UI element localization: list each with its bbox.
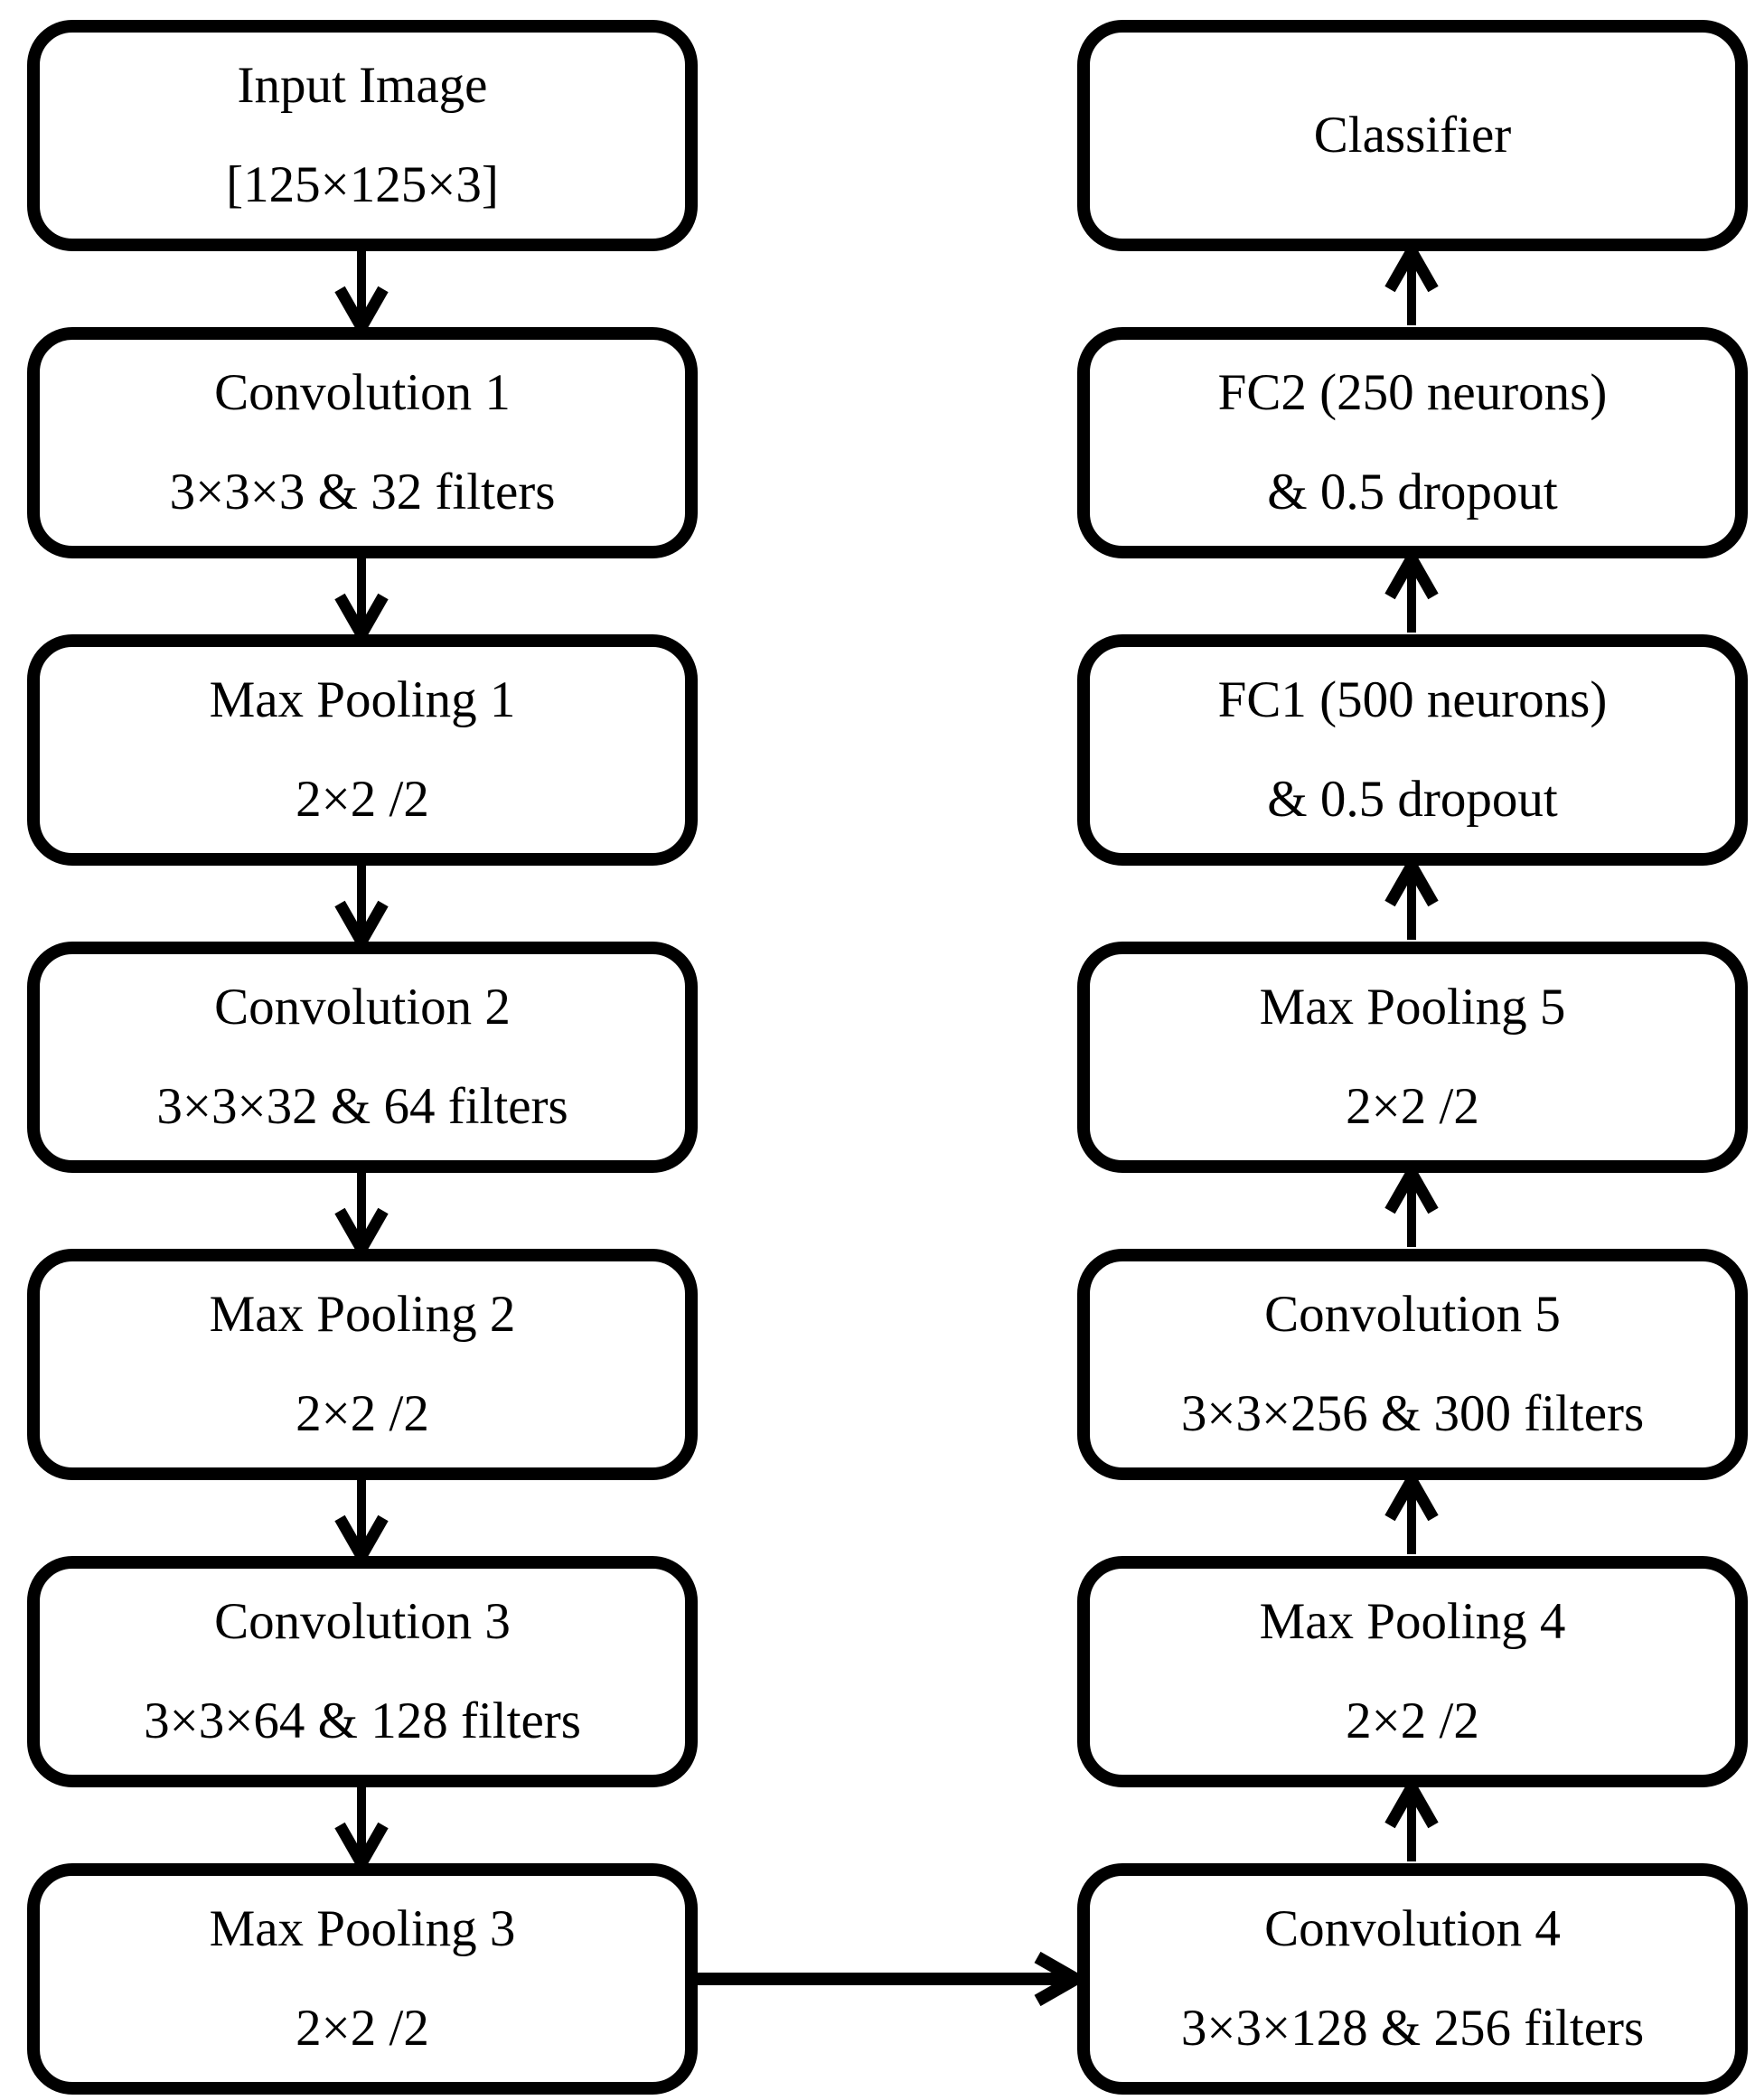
- node-title: Max Pooling 3: [209, 1900, 516, 1957]
- node-title: Convolution 5: [1264, 1286, 1561, 1343]
- arrow-down-conv1-pool1: [334, 558, 389, 647]
- node-title: Classifier: [1313, 107, 1512, 164]
- arrow-down-input-conv1: [334, 251, 389, 340]
- node-max-pooling-3: Max Pooling 3 2×2 /2: [27, 1863, 698, 2095]
- arrow-down-pool1-conv2: [334, 866, 389, 954]
- node-detail: 2×2 /2: [1346, 1692, 1479, 1749]
- node-detail: 3×3×64 & 128 filters: [144, 1692, 581, 1749]
- arrow-up-conv5-pool5: [1384, 1160, 1439, 1247]
- node-title: Convolution 4: [1264, 1900, 1561, 1957]
- arrow-down-conv2-pool2: [334, 1173, 389, 1261]
- arrow-up-pool4-conv5: [1384, 1467, 1439, 1554]
- node-convolution-3: Convolution 3 3×3×64 & 128 filters: [27, 1556, 698, 1787]
- node-detail: 3×3×256 & 300 filters: [1180, 1385, 1645, 1442]
- node-detail: & 0.5 dropout: [1267, 771, 1558, 828]
- node-classifier: Classifier: [1077, 20, 1748, 251]
- node-title: Convolution 3: [214, 1593, 511, 1650]
- node-title: Convolution 1: [214, 364, 511, 421]
- node-title: Max Pooling 4: [1259, 1593, 1566, 1650]
- node-detail: 2×2 /2: [296, 1385, 429, 1442]
- node-detail: 3×3×3 & 32 filters: [169, 464, 556, 520]
- node-detail: [125×125×3]: [226, 156, 499, 213]
- arrow-up-pool5-fc1: [1384, 853, 1439, 940]
- node-title: FC1 (500 neurons): [1217, 671, 1608, 728]
- node-title: Convolution 2: [214, 979, 511, 1036]
- node-input-image: Input Image [125×125×3]: [27, 20, 698, 251]
- node-fc2: FC2 (250 neurons) & 0.5 dropout: [1077, 327, 1748, 558]
- node-title: Max Pooling 5: [1259, 979, 1566, 1036]
- node-detail: 3×3×32 & 64 filters: [156, 1078, 568, 1135]
- node-max-pooling-4: Max Pooling 4 2×2 /2: [1077, 1556, 1748, 1787]
- arrow-right-pool3-conv4: [698, 1951, 1089, 2007]
- arrow-down-pool2-conv3: [334, 1480, 389, 1569]
- node-max-pooling-1: Max Pooling 1 2×2 /2: [27, 634, 698, 866]
- node-max-pooling-2: Max Pooling 2 2×2 /2: [27, 1249, 698, 1480]
- arrow-down-conv3-pool3: [334, 1787, 389, 1876]
- node-max-pooling-5: Max Pooling 5 2×2 /2: [1077, 942, 1748, 1173]
- node-detail: & 0.5 dropout: [1267, 464, 1558, 520]
- node-title: Max Pooling 2: [209, 1286, 516, 1343]
- node-detail: 2×2 /2: [296, 2000, 429, 2057]
- node-convolution-2: Convolution 2 3×3×32 & 64 filters: [27, 942, 698, 1173]
- arrow-up-conv4-pool4: [1384, 1775, 1439, 1861]
- node-convolution-1: Convolution 1 3×3×3 & 32 filters: [27, 327, 698, 558]
- node-detail: 3×3×128 & 256 filters: [1180, 2000, 1645, 2057]
- node-fc1: FC1 (500 neurons) & 0.5 dropout: [1077, 634, 1748, 866]
- node-title: FC2 (250 neurons): [1217, 364, 1608, 421]
- node-detail: 2×2 /2: [1346, 1078, 1479, 1135]
- node-title: Input Image: [237, 57, 488, 114]
- node-title: Max Pooling 1: [209, 671, 516, 728]
- node-convolution-5: Convolution 5 3×3×256 & 300 filters: [1077, 1249, 1748, 1480]
- arrow-up-fc2-classifier: [1384, 239, 1439, 325]
- node-convolution-4: Convolution 4 3×3×128 & 256 filters: [1077, 1863, 1748, 2095]
- arrow-up-fc1-fc2: [1384, 546, 1439, 633]
- node-detail: 2×2 /2: [296, 771, 429, 828]
